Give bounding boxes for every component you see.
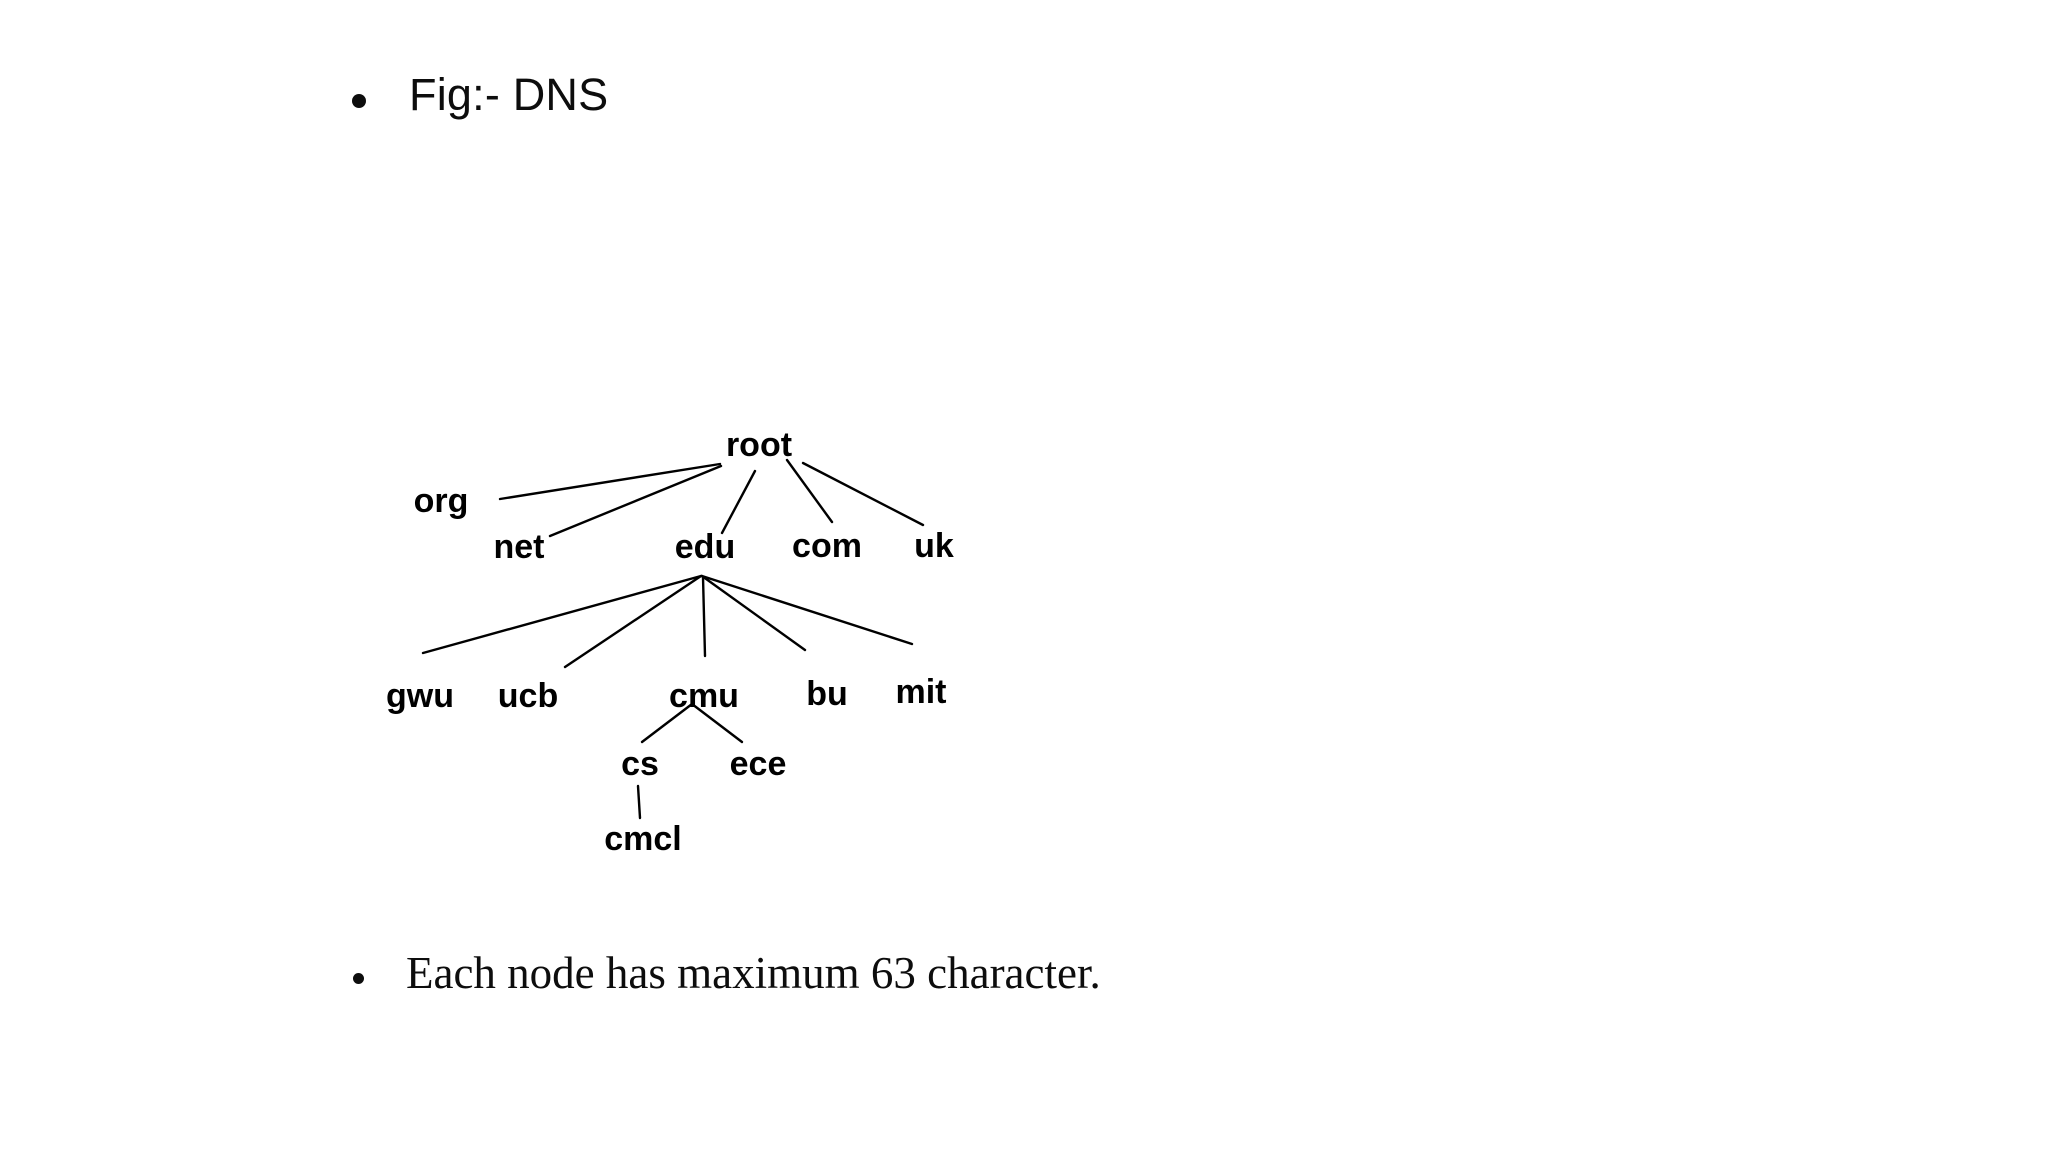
dns-node-uk[interactable]: uk bbox=[914, 527, 954, 565]
dns-node-org[interactable]: org bbox=[413, 482, 469, 520]
dns-node-root[interactable]: root bbox=[725, 426, 793, 464]
dns-tree-edges bbox=[421, 458, 925, 820]
dns-node-cmu[interactable]: cmu bbox=[669, 677, 739, 715]
edge-edu-bu bbox=[700, 574, 807, 652]
dns-node-cs[interactable]: cs bbox=[621, 745, 659, 783]
dns-node-ucb[interactable]: ucb bbox=[497, 677, 559, 715]
bullet-marker-icon bbox=[353, 973, 364, 984]
edge-edu-ucb bbox=[563, 574, 703, 669]
edge-cmu-cs bbox=[640, 702, 694, 744]
dns-node-gwu[interactable]: gwu bbox=[386, 677, 454, 715]
bullet-text-node-limit: Each node has maximum 63 character. bbox=[406, 948, 1101, 998]
edge-cs-cmcl bbox=[636, 784, 642, 820]
dns-node-com[interactable]: com bbox=[792, 527, 862, 565]
edge-edu-cmu bbox=[701, 575, 707, 658]
dns-node-ece[interactable]: ece bbox=[729, 745, 787, 783]
edge-root-org bbox=[498, 462, 722, 501]
edge-cmu-ece bbox=[690, 702, 744, 744]
edge-root-net bbox=[548, 464, 723, 538]
bullet-text-fig-dns: Fig:- DNS bbox=[409, 69, 609, 120]
dns-node-bu[interactable]: bu bbox=[806, 675, 848, 713]
dns-node-mit[interactable]: mit bbox=[895, 673, 947, 711]
edge-root-com bbox=[785, 458, 834, 524]
dns-tree-diagram: root org net edu com uk gwu ucb cmu bu m… bbox=[340, 410, 1020, 880]
edge-edu-mit bbox=[700, 574, 914, 646]
dns-node-cmcl[interactable]: cmcl bbox=[604, 820, 682, 858]
bullet-marker-icon bbox=[352, 94, 366, 108]
edge-edu-gwu bbox=[421, 574, 703, 655]
edge-root-uk bbox=[801, 461, 925, 527]
dns-node-net[interactable]: net bbox=[493, 528, 545, 566]
dns-node-edu[interactable]: edu bbox=[674, 528, 736, 566]
edge-root-edu bbox=[720, 469, 757, 535]
